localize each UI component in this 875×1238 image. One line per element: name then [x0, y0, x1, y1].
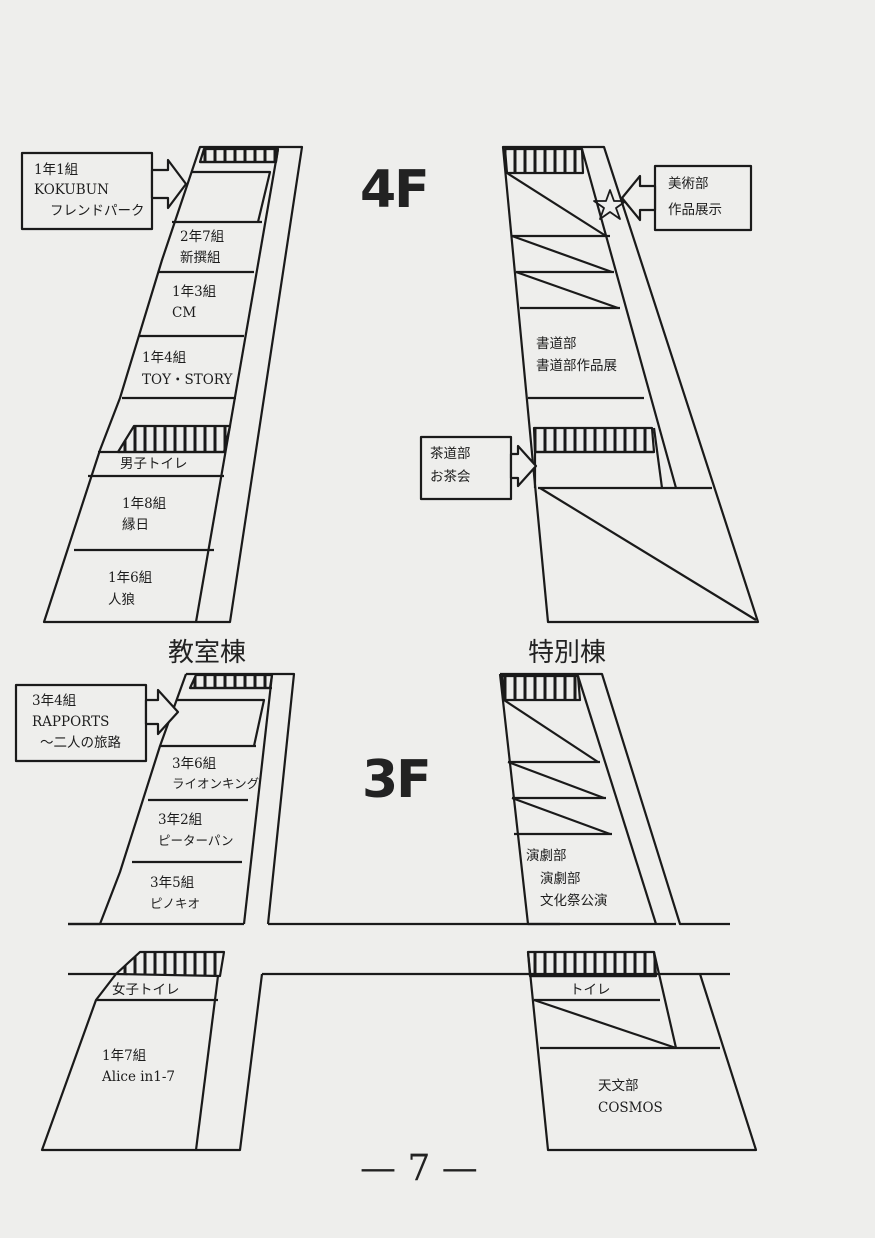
stairs-4f-special-lower — [532, 426, 656, 454]
room-1-4-title: TOY・STORY — [142, 372, 233, 388]
room-1-6-title: 人狼 — [108, 592, 135, 608]
building-label-special: 特別棟 — [528, 638, 607, 668]
room-1-8-class: 1年8組 — [122, 496, 167, 512]
room-1-7-title: Alice in1-7 — [102, 1069, 175, 1085]
room-drama-club2: 演劇部 — [540, 871, 581, 887]
callout-1-1-line1: 1年1組 — [34, 162, 79, 178]
callout-tea-line1: 茶道部 — [430, 446, 471, 462]
callout-3-4-line1: 3年4組 — [32, 693, 77, 709]
building-label-classroom: 教室棟 — [168, 638, 247, 668]
floor-label-4f: 4F — [360, 160, 430, 220]
room-1-4-class: 1年4組 — [142, 350, 187, 366]
room-3-6-class: 3年6組 — [172, 756, 217, 772]
room-drama-title: 文化祭公演 — [540, 893, 608, 909]
stairs-3f-special — [500, 674, 582, 702]
room-astronomy-title: COSMOS — [598, 1100, 663, 1116]
callout-art-line1: 美術部 — [668, 176, 709, 192]
room-3-2-class: 3年2組 — [158, 812, 203, 828]
room-3-5-class: 3年5組 — [150, 875, 195, 891]
stairs-3f-classroom — [188, 673, 274, 690]
room-3-5-title: ピノキオ — [150, 896, 201, 911]
callout-1-1 — [20, 151, 188, 231]
callout-art — [620, 164, 753, 232]
room-1-7-class: 1年7組 — [102, 1048, 147, 1064]
callout-art-line2: 作品展示 — [668, 202, 722, 218]
callout-3-4-line2: RAPPORTS — [32, 714, 110, 730]
room-2-7-title: 新撰組 — [180, 250, 221, 266]
room-shodo-club: 書道部 — [536, 336, 577, 352]
room-1-6-class: 1年6組 — [108, 570, 153, 586]
room-2-7-class: 2年7組 — [180, 229, 225, 245]
room-drama-club: 演劇部 — [526, 848, 567, 864]
stairs-3f-special-lower — [526, 950, 658, 978]
toilet-male: 男子トイレ — [120, 456, 188, 472]
stairs-4f-toilet — [116, 424, 232, 454]
floor-label-3f: 3F — [362, 750, 432, 810]
room-3-2-title: ピーターパン — [158, 833, 234, 848]
room-shodo-title: 書道部作品展 — [536, 358, 617, 374]
room-1-3-title: CM — [172, 305, 197, 321]
4f-special-building — [501, 145, 760, 624]
callout-1-1-line2: KOKUBUN — [34, 182, 109, 198]
toilet: トイレ — [570, 982, 611, 998]
toilet-female: 女子トイレ — [112, 982, 180, 998]
callout-3-4 — [14, 683, 180, 763]
4f-classroom-building — [42, 145, 304, 624]
stairs-4f-classroom — [198, 147, 280, 164]
room-3-6-title: ライオンキング — [172, 776, 260, 791]
callout-tea-line2: お茶会 — [430, 469, 471, 485]
page-number: — 7 — — [360, 1148, 478, 1189]
room-astronomy-club: 天文部 — [598, 1078, 639, 1094]
3f-special-building — [498, 672, 758, 1152]
callout-3-4-line3: 〜二人の旅路 — [40, 735, 121, 751]
stairs-3f-toilet — [114, 950, 226, 978]
star-icon — [593, 189, 627, 220]
callout-tea — [419, 435, 538, 501]
room-1-8-title: 縁日 — [122, 517, 149, 533]
room-1-3-class: 1年3組 — [172, 284, 217, 300]
callout-1-1-line3: フレンドパーク — [50, 203, 145, 219]
stairs-4f-special-top — [503, 147, 585, 175]
